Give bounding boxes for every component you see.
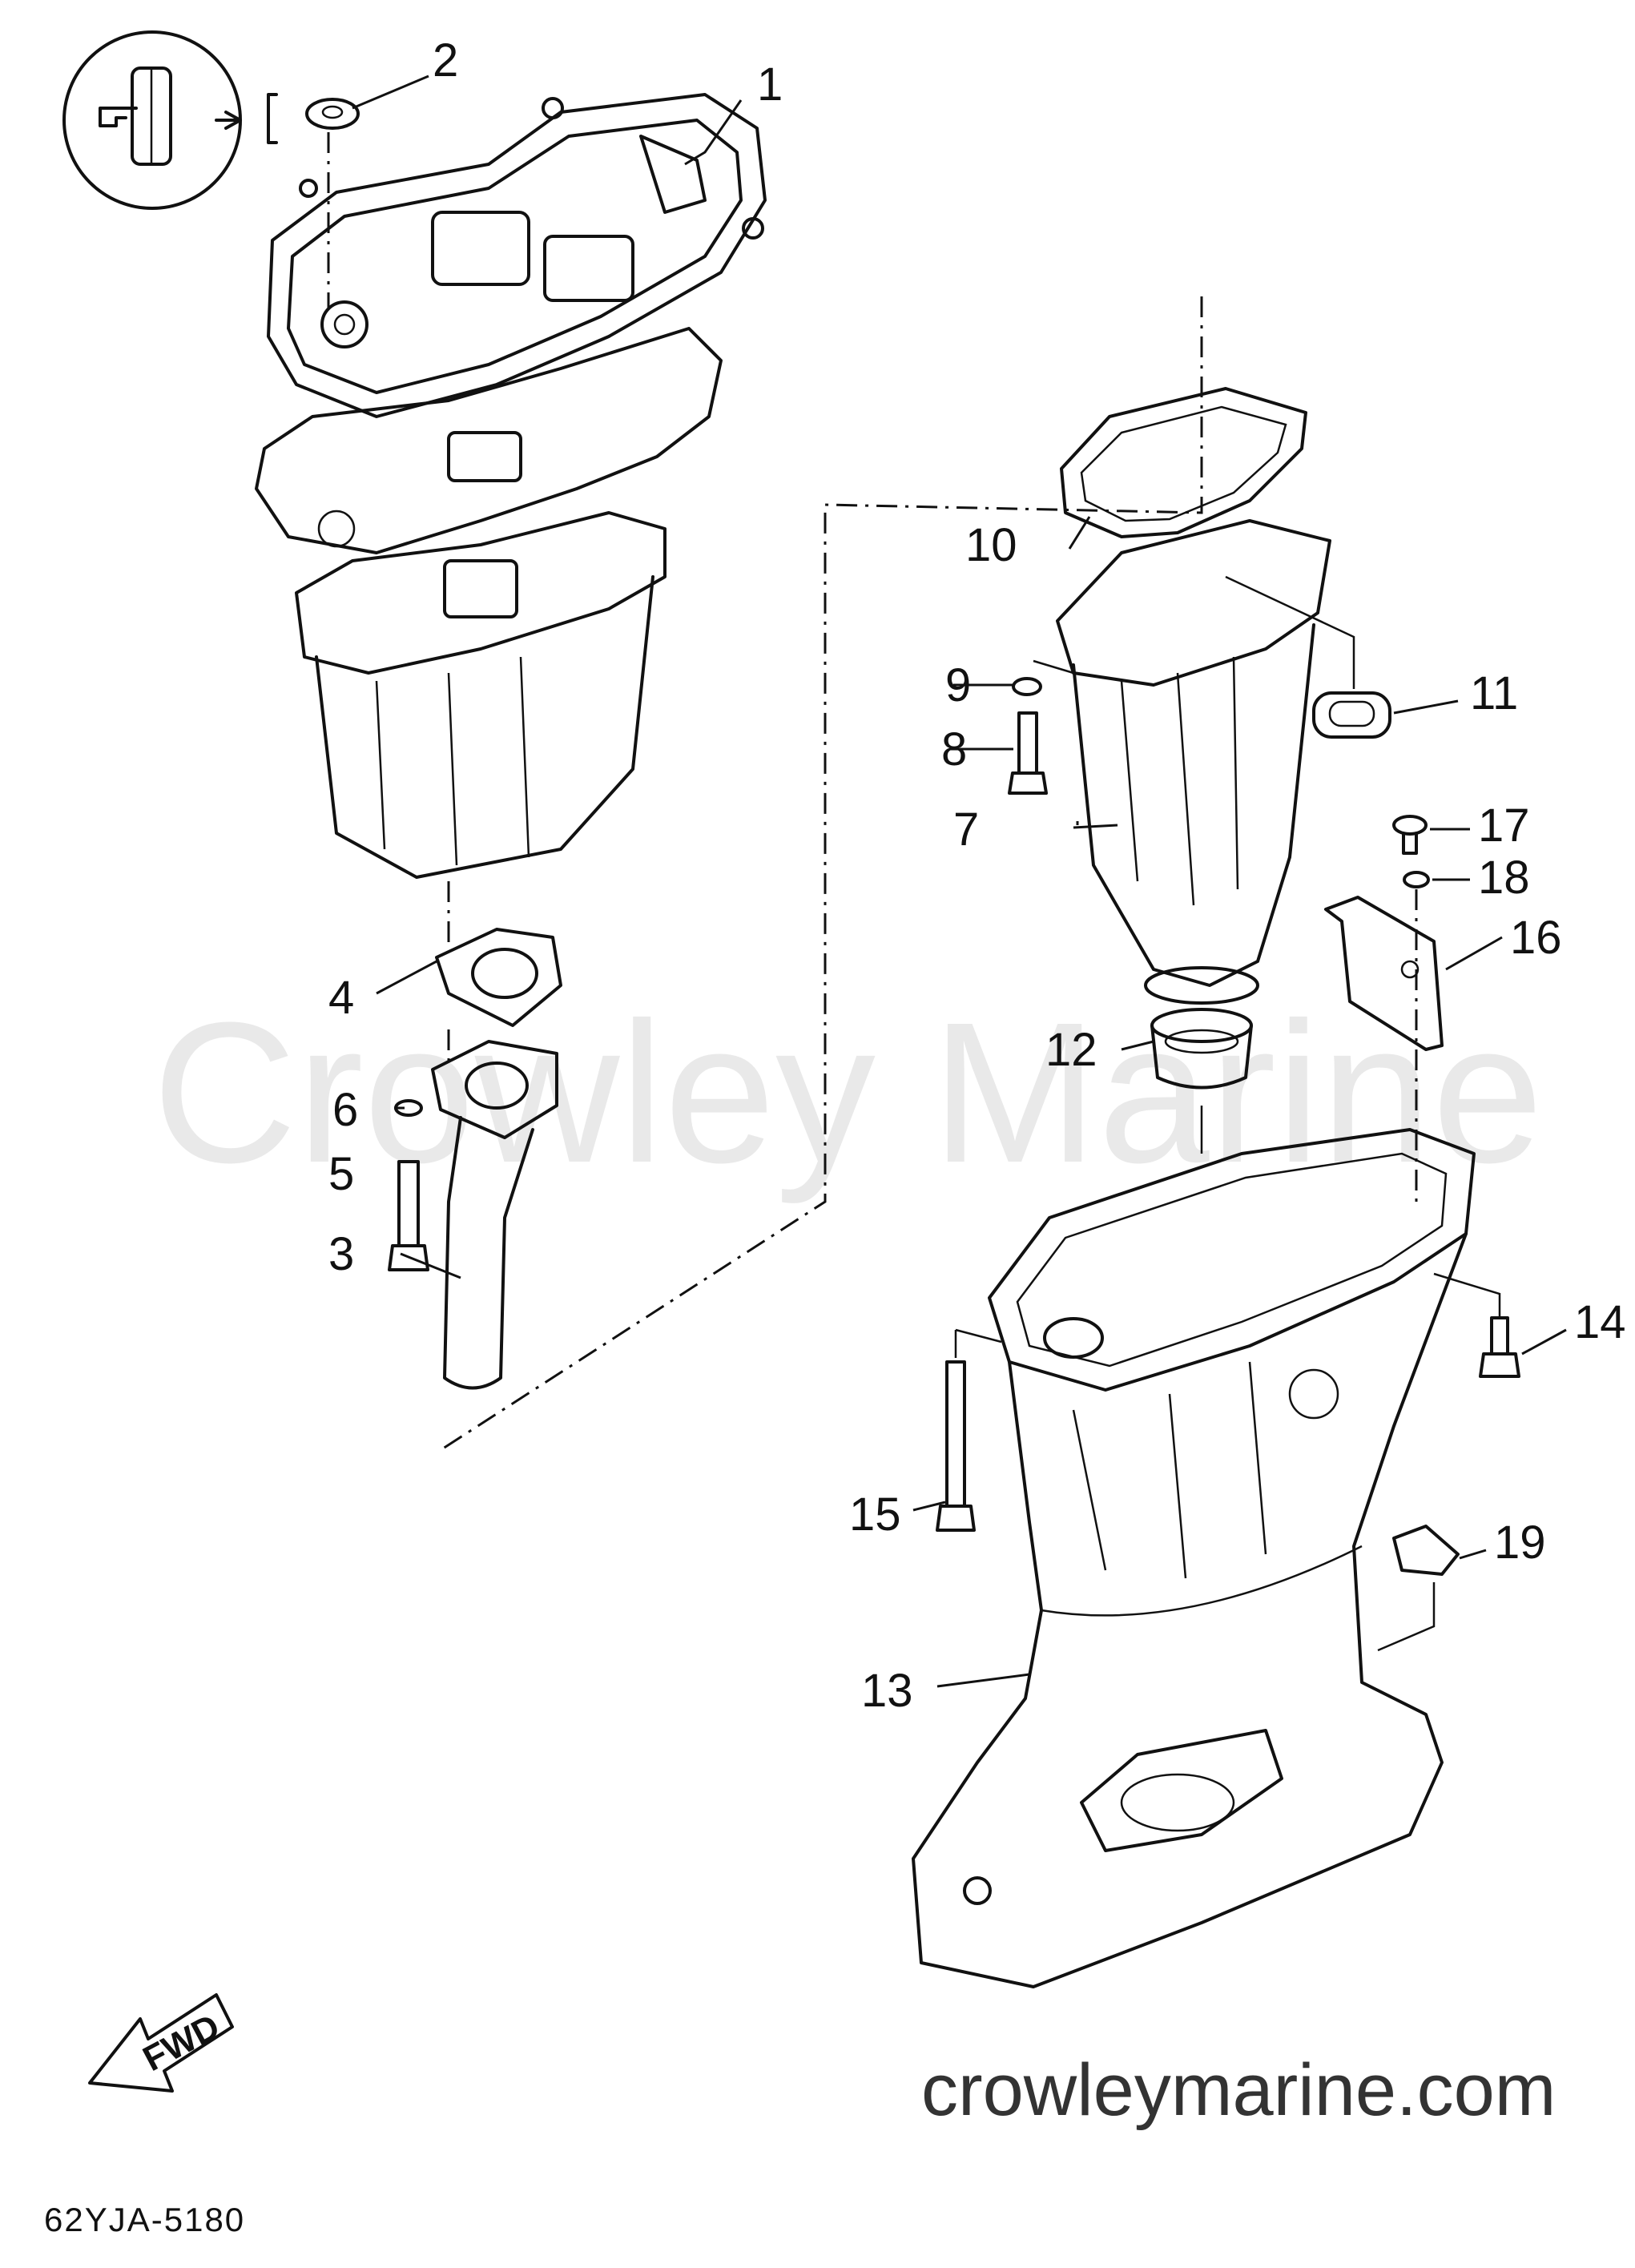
callout-15: 15 [849, 1489, 901, 1541]
part-15-bolt [936, 1360, 976, 1532]
part-13-upper-case [912, 1128, 1476, 1988]
callout-8: 8 [941, 723, 967, 775]
callout-9: 9 [945, 659, 971, 711]
drawing-code: 62YJA-5180 [44, 2201, 245, 2238]
part-17-screw [1392, 815, 1428, 855]
callout-6: 6 [332, 1084, 358, 1136]
part-7-exhaust-housing [1056, 519, 1331, 1005]
detail-inset [62, 30, 278, 210]
part-16-plate [1324, 896, 1444, 1051]
website-text: crowleymarine.com [921, 2049, 1556, 2131]
callout-2: 2 [433, 34, 458, 87]
watermark-text: Crowley Marine [152, 981, 1544, 1204]
part-12-seal [1150, 1008, 1253, 1090]
callout-12: 12 [1045, 1024, 1097, 1076]
callout-10: 10 [965, 519, 1017, 571]
part-14-bolt [1479, 1316, 1520, 1378]
oil-pan-left [295, 511, 666, 879]
part-1-upper-casing [267, 93, 767, 418]
callout-11: 11 [1470, 667, 1518, 719]
callout-5: 5 [328, 1148, 354, 1200]
callout-19: 19 [1494, 1517, 1546, 1569]
part-19-anode [1392, 1525, 1460, 1576]
part-10-gasket [1060, 387, 1307, 538]
callout-1: 1 [757, 58, 783, 111]
part-3-exhaust-pipe [431, 1040, 558, 1390]
callout-13: 13 [861, 1665, 913, 1717]
part-5-bolt [388, 1160, 429, 1271]
part-4-gasket [435, 928, 562, 1027]
part-11-seal [1312, 691, 1391, 739]
gasket-upper [255, 327, 723, 554]
part-2-grommet [305, 98, 360, 130]
fwd-arrow: FWD [88, 1993, 234, 2093]
callouts: 1 2 3 4 5 6 7 8 9 10 11 12 13 14 15 16 1… [328, 34, 1626, 1717]
part-18-washer [1403, 871, 1430, 888]
callout-7: 7 [953, 804, 979, 856]
callout-18: 18 [1478, 852, 1530, 904]
part-9-washer [1012, 677, 1042, 696]
callout-3: 3 [328, 1228, 354, 1280]
callout-17: 17 [1478, 800, 1530, 852]
callout-4: 4 [328, 972, 354, 1024]
leader-lines [352, 75, 1567, 1688]
callout-16: 16 [1510, 912, 1562, 964]
part-8-bolt [1008, 711, 1048, 795]
callout-14: 14 [1574, 1296, 1626, 1348]
